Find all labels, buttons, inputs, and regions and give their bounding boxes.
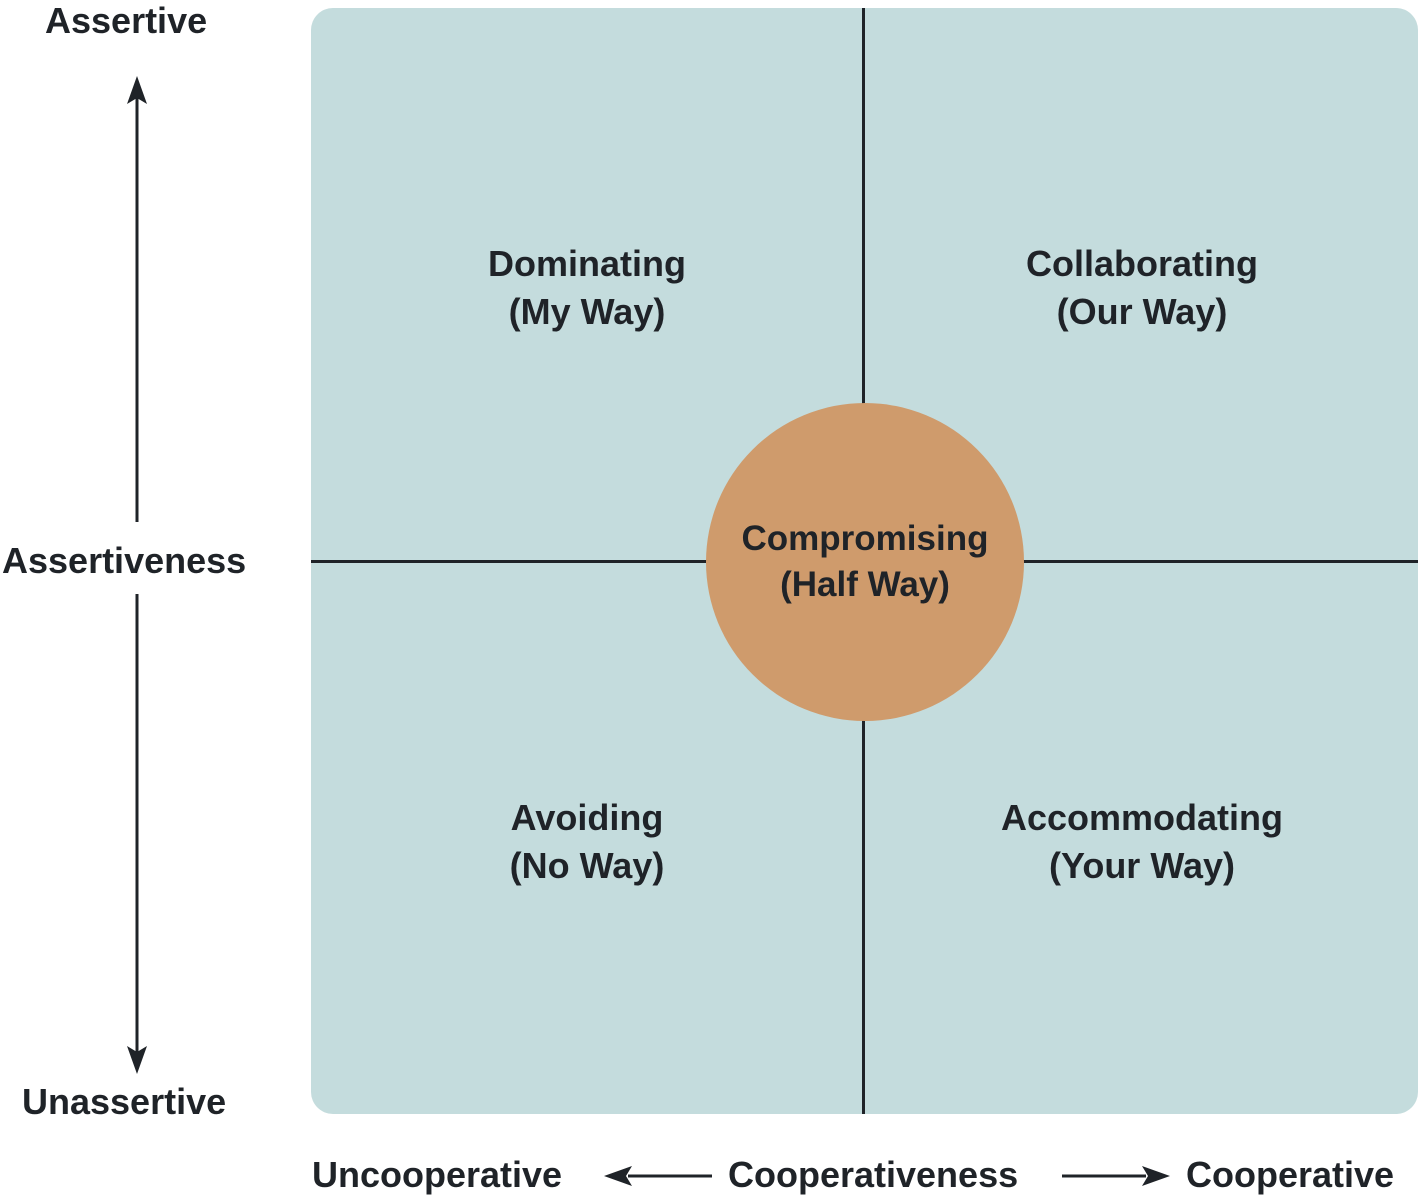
center-title: Compromising (741, 519, 989, 558)
quadrant-title: Avoiding (510, 797, 664, 838)
axis-label-assertive: Assertive (45, 0, 208, 41)
horizontal-axis-arrow (604, 1166, 1170, 1186)
arrowhead-right-icon (1142, 1166, 1170, 1186)
quadrant-collaborating: Collaborating (Our Way) (912, 240, 1372, 336)
quadrant-subtitle: (My Way) (508, 291, 666, 332)
axis-title-assertiveness: Assertiveness (2, 540, 247, 581)
vertical-axis-arrow (127, 76, 147, 1074)
quadrant-title: Accommodating (1000, 797, 1284, 838)
axis-label-uncooperative: Uncooperative (312, 1154, 563, 1195)
axis-label-cooperative: Cooperative (1186, 1154, 1395, 1195)
quadrant-avoiding: Avoiding (No Way) (357, 794, 817, 890)
quadrant-subtitle: (Your Way) (1049, 845, 1235, 886)
quadrant-subtitle: (Our Way) (1056, 291, 1228, 332)
center-subtitle: (Half Way) (780, 565, 950, 604)
quadrant-accommodating: Accommodating (Your Way) (912, 794, 1372, 890)
axis-label-unassertive: Unassertive (22, 1081, 227, 1122)
arrowhead-down-icon (127, 1046, 147, 1074)
arrowhead-up-icon (127, 76, 147, 104)
axis-title-cooperativeness: Cooperativeness (728, 1154, 1019, 1195)
quadrant-title: Dominating (488, 243, 686, 284)
arrowhead-left-icon (604, 1166, 632, 1186)
quadrant-subtitle: (No Way) (509, 845, 665, 886)
quadrant-dominating: Dominating (My Way) (357, 240, 817, 336)
compromising-circle: Compromising (Half Way) (706, 403, 1024, 721)
quadrant-title: Collaborating (1026, 243, 1258, 284)
